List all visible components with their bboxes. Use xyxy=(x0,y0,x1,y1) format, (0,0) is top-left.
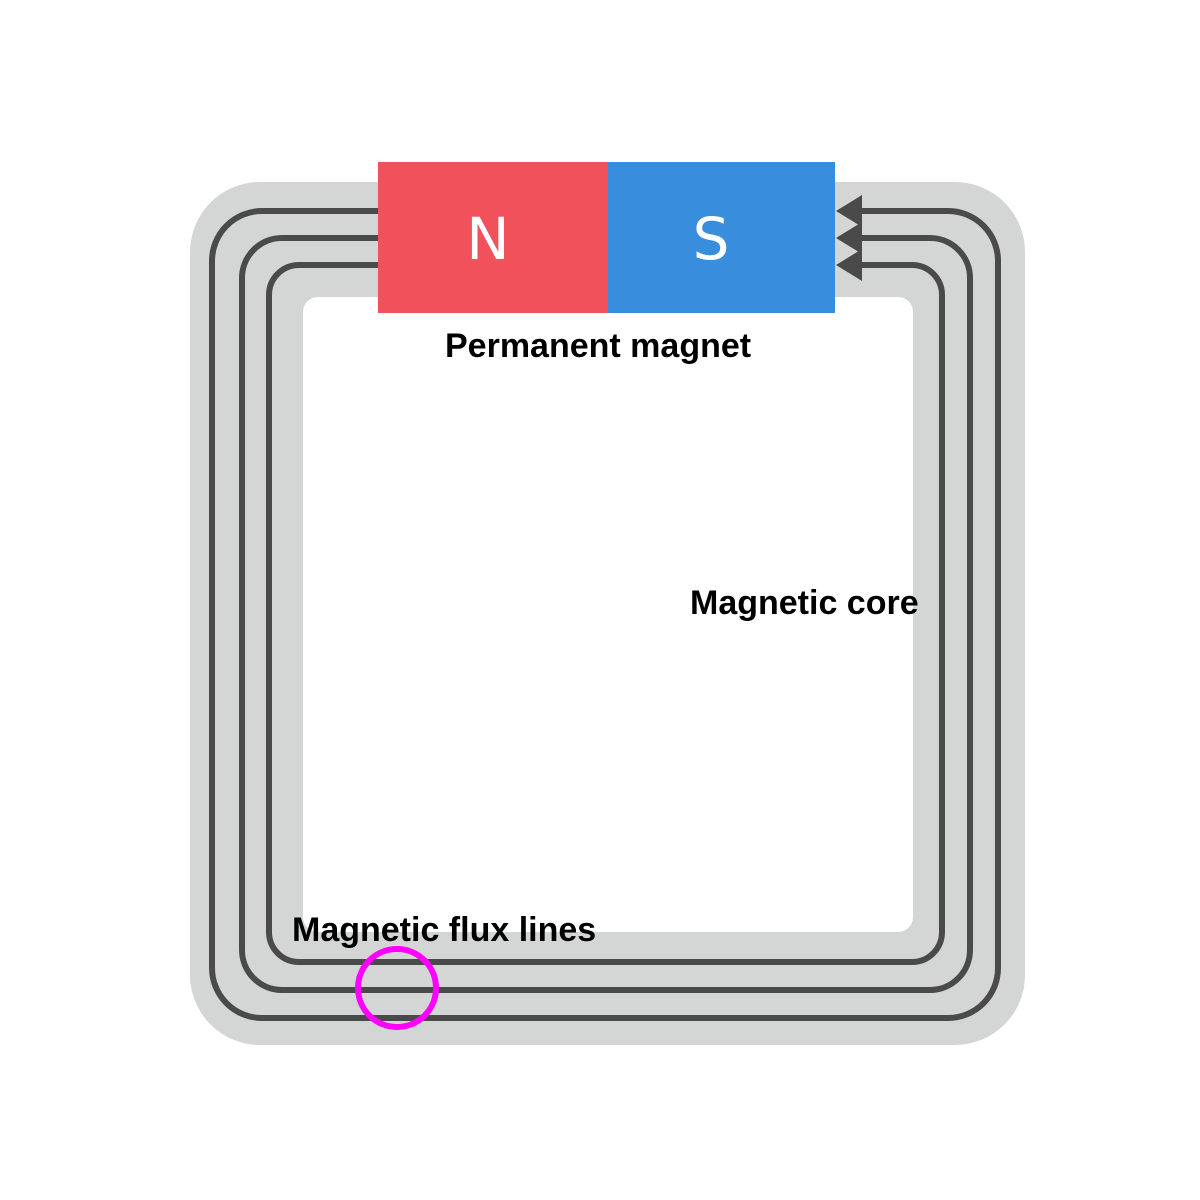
north-pole xyxy=(378,162,608,313)
north-pole-label: N xyxy=(466,205,509,273)
magnetic-flux-lines-label: Magnetic flux lines xyxy=(292,911,597,949)
permanent-magnet-label: Permanent magnet xyxy=(445,327,752,365)
highlight-circle xyxy=(355,946,439,1030)
south-pole xyxy=(608,162,835,313)
magnetic-core-label: Magnetic core xyxy=(690,584,919,622)
south-pole-label: S xyxy=(693,205,730,273)
magnetic-core xyxy=(190,182,1025,1045)
magnetic-flux-lines xyxy=(209,208,1001,1021)
flux-line-outer xyxy=(209,208,1001,1021)
arrowhead-outer xyxy=(836,195,862,227)
permanent-magnet: N S xyxy=(378,162,835,313)
arrowhead-inner xyxy=(836,249,862,281)
flux-line-middle xyxy=(239,235,973,993)
arrowhead-middle xyxy=(836,222,862,254)
flux-line-inner xyxy=(266,262,945,965)
flux-arrowheads xyxy=(836,195,862,281)
